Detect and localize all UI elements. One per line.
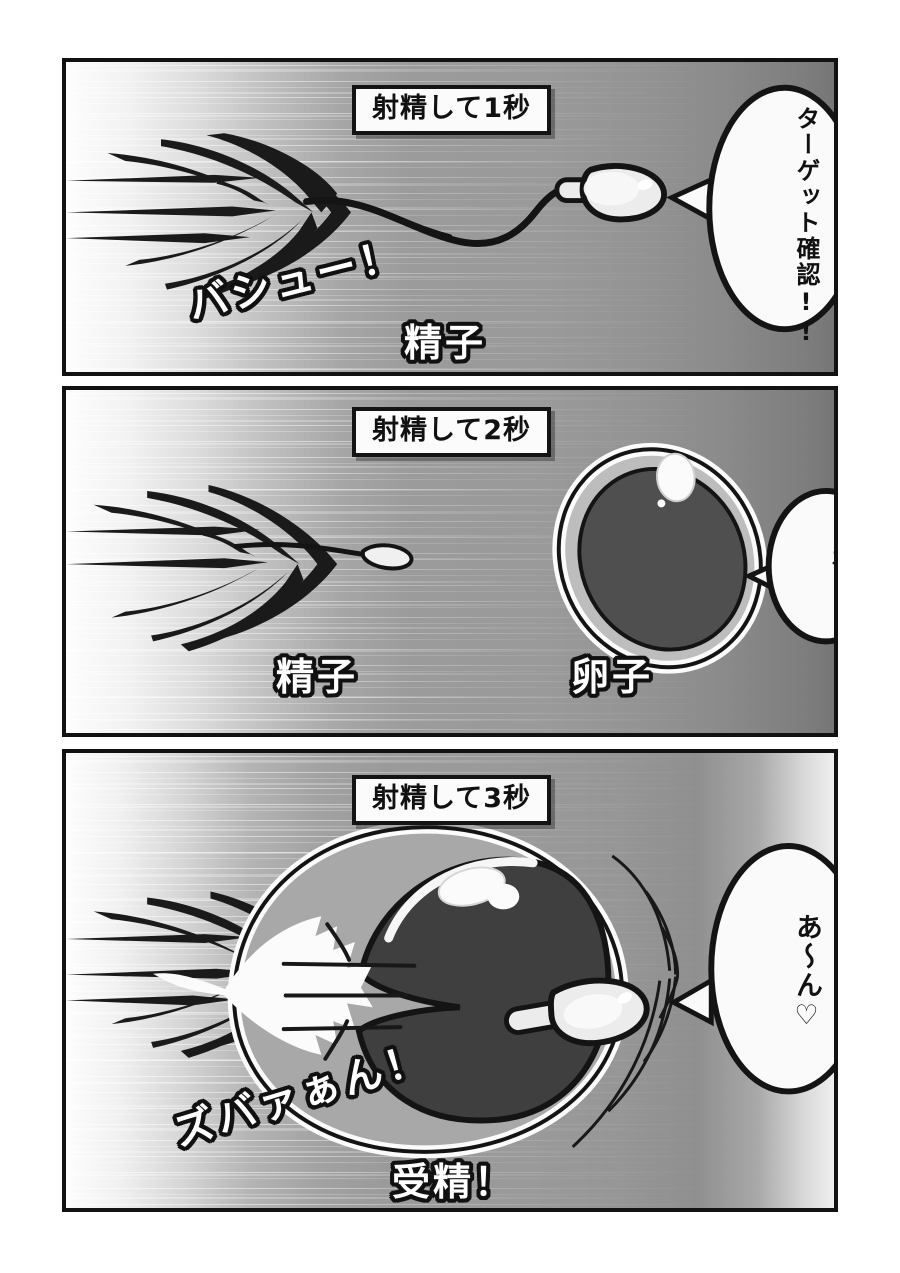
chevron-burst-icon xyxy=(93,485,338,652)
speech-bubble xyxy=(708,843,834,1095)
sperm-head-small xyxy=(360,543,414,571)
panel-1-bubble-text: ターゲット確認!! xyxy=(792,106,820,348)
speed-line-group xyxy=(66,174,276,244)
comic-panel-1: 射精して1秒 ターゲット確認!! バシュー！ 精子 xyxy=(62,58,838,376)
panel-1-artwork xyxy=(66,84,834,333)
panel-3-bubble-text: あ〜ん♡ xyxy=(791,913,822,1033)
panel-3-caption: 射精して3秒 xyxy=(352,775,551,826)
chevron-burst-icon xyxy=(107,133,352,300)
panel-1-label-sperm: 精子 xyxy=(404,321,487,365)
comic-panel-2: 射精して2秒 え？ 精子 卵子 xyxy=(62,386,838,737)
speech-bubble xyxy=(706,84,834,333)
egg-cell-fertilized xyxy=(153,820,650,1159)
speech-bubble xyxy=(765,488,834,645)
panel-1-caption: 射精して1秒 xyxy=(352,85,551,136)
speech-bubble-tail xyxy=(668,976,714,1027)
panel-2-caption: 射精して2秒 xyxy=(352,407,551,458)
speed-line-group xyxy=(66,526,268,569)
polar-body xyxy=(655,452,696,503)
impact-splash xyxy=(153,916,373,1055)
panel-2-label-sperm: 精子 xyxy=(276,655,359,699)
sperm-tail-small xyxy=(233,542,366,557)
egg-cell xyxy=(552,442,768,674)
panel-2-artwork xyxy=(66,442,834,674)
comic-panel-3: 射精して3秒 あ〜ん♡ ズバァぁん！ 受精！ xyxy=(62,749,838,1212)
sperm-head-emerging xyxy=(503,977,650,1047)
panel-2-label-egg: 卵子 xyxy=(571,655,654,699)
panel-3-label-fertilized: 受精！ xyxy=(392,1160,516,1204)
impact-lines xyxy=(571,854,680,1148)
panel-3-artwork xyxy=(66,820,834,1159)
panel-2-bubble-text: え？ xyxy=(826,544,838,592)
